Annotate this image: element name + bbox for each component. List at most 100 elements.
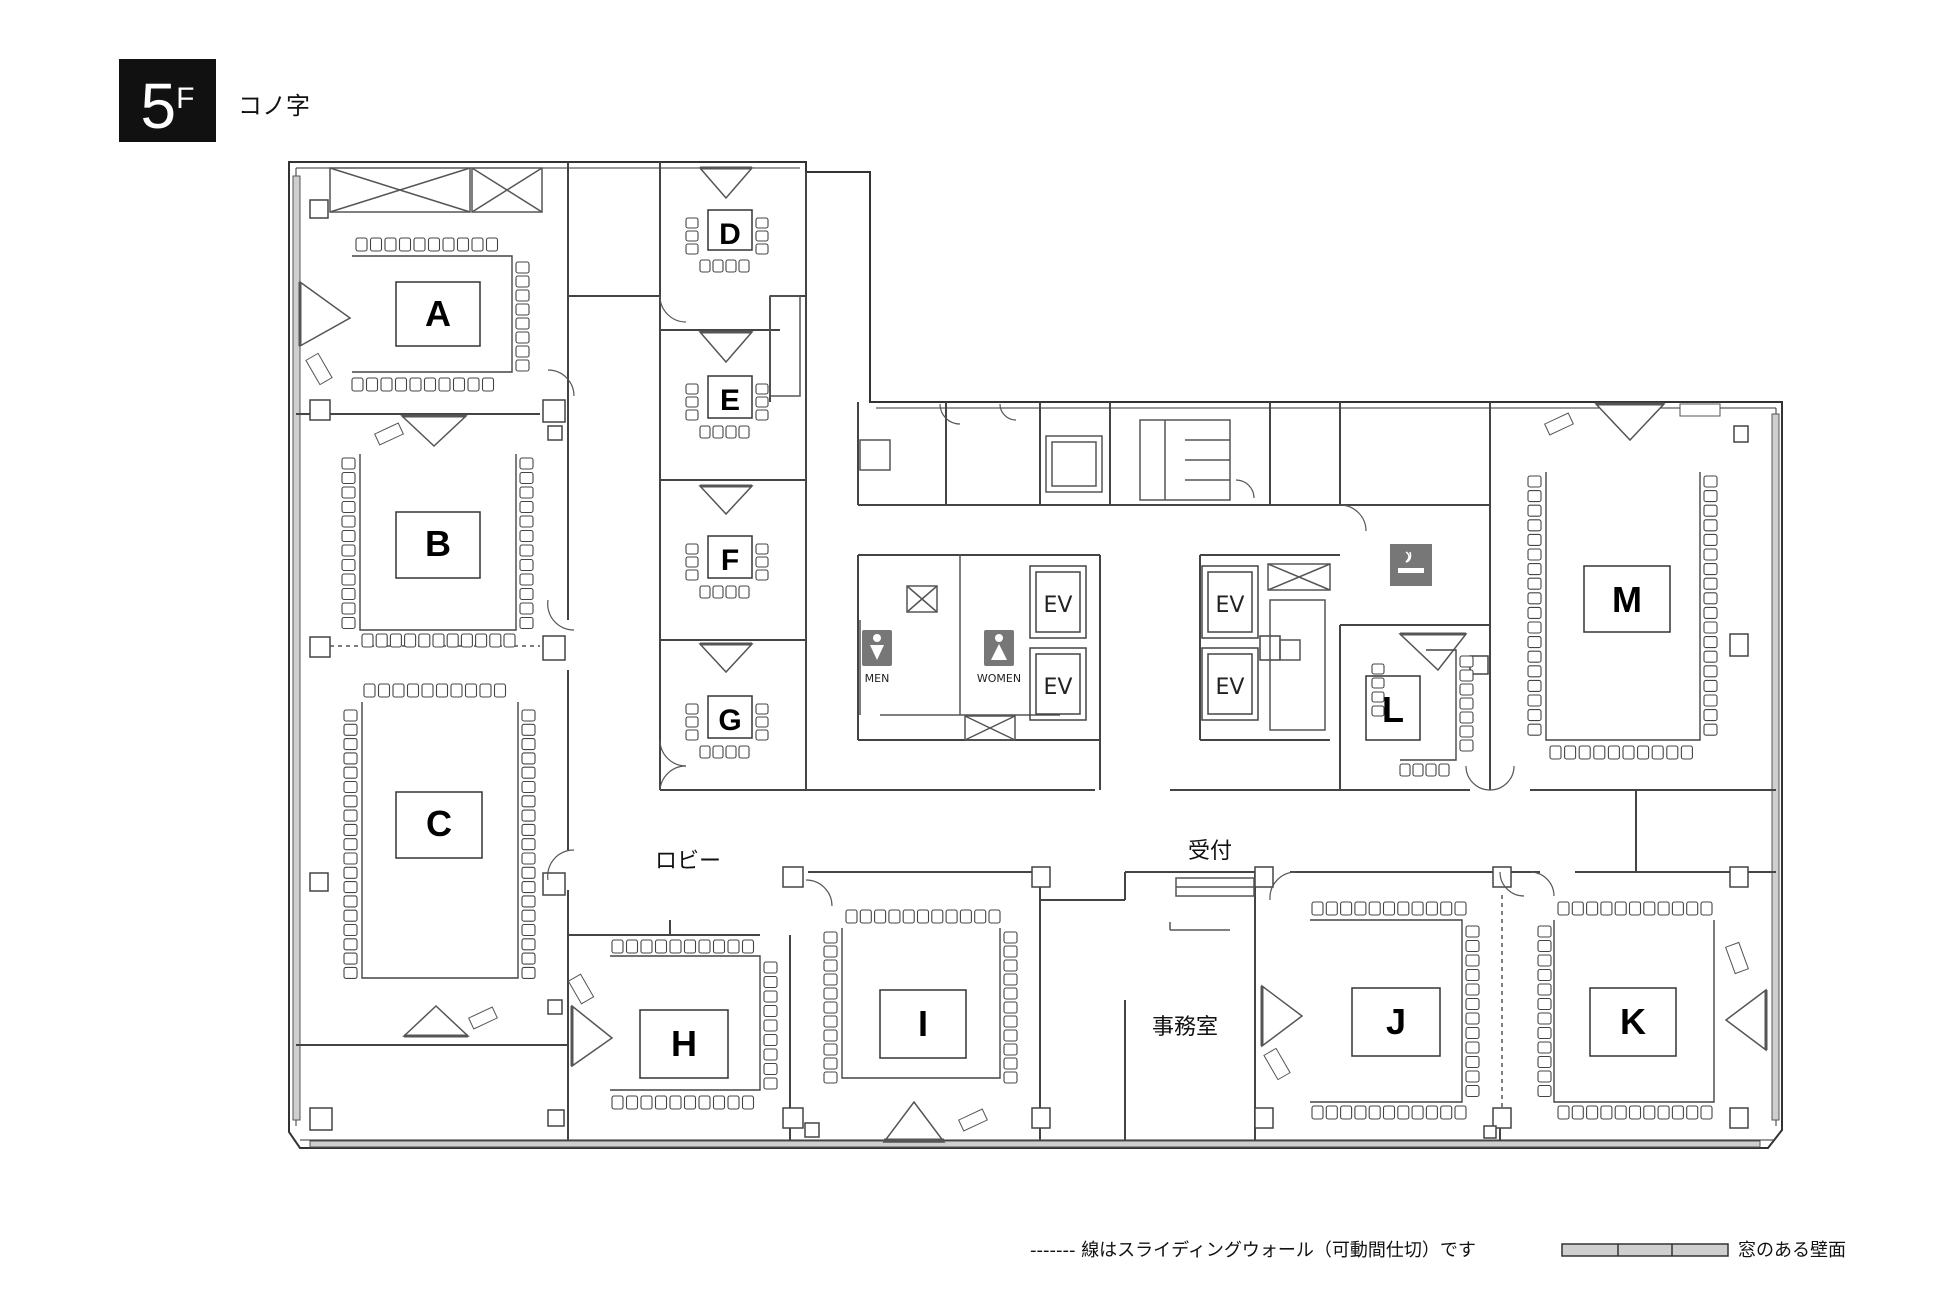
chair <box>1527 606 1542 619</box>
chair <box>755 703 769 715</box>
chair <box>755 230 769 242</box>
chair <box>685 569 699 581</box>
chair <box>1527 694 1542 707</box>
chair <box>452 377 466 392</box>
chair <box>442 237 455 252</box>
chair <box>1651 745 1664 760</box>
room-labels: A B C D E F G H I J K L M <box>425 218 1646 1064</box>
chair <box>519 616 534 630</box>
chair <box>392 683 405 698</box>
chair <box>423 377 437 392</box>
chair <box>611 939 624 954</box>
chair <box>521 823 536 836</box>
chair <box>654 939 668 954</box>
chair <box>519 602 534 615</box>
chair <box>361 633 374 648</box>
chair <box>446 633 459 648</box>
restroom-icons <box>862 630 1014 666</box>
chair <box>521 881 536 894</box>
chair <box>341 486 356 499</box>
chair <box>859 909 872 924</box>
chair <box>519 515 534 528</box>
chair <box>1382 901 1396 916</box>
chair <box>521 738 536 751</box>
chair <box>489 633 502 648</box>
chair <box>421 683 434 698</box>
chair <box>845 909 858 924</box>
women-label: WOMEN <box>977 672 1021 685</box>
chair <box>432 633 445 648</box>
room-label-g: G <box>718 704 741 737</box>
chair <box>1527 475 1542 488</box>
chair <box>341 558 356 572</box>
chair <box>654 1095 668 1110</box>
chair <box>341 529 356 543</box>
chair <box>974 909 987 924</box>
chair <box>1703 533 1718 546</box>
chair <box>1614 1105 1627 1120</box>
chair <box>1703 723 1718 736</box>
chair <box>1354 1105 1367 1120</box>
layout-name: コノ字 <box>238 92 310 120</box>
chair <box>1657 1105 1670 1120</box>
chair <box>1425 901 1438 916</box>
chair <box>755 396 769 408</box>
chair <box>519 544 534 557</box>
chair <box>1700 1105 1713 1120</box>
legend-window-wall: 窓のある壁面 <box>1738 1240 1846 1261</box>
chair <box>418 633 431 648</box>
chair <box>355 237 368 252</box>
chair <box>341 515 356 528</box>
chair <box>712 259 724 273</box>
chair <box>341 544 356 557</box>
chair <box>1459 669 1474 682</box>
chair <box>1465 968 1480 982</box>
chair <box>1354 901 1367 916</box>
chair <box>685 396 699 408</box>
chair <box>521 795 536 808</box>
chair <box>823 1015 838 1028</box>
chair <box>1557 1105 1570 1120</box>
chair <box>1537 983 1552 996</box>
room-label-c: C <box>426 803 452 844</box>
chair <box>1671 1105 1684 1120</box>
chair <box>343 723 358 736</box>
chair <box>763 990 778 1003</box>
chair <box>343 852 358 865</box>
chair <box>1666 745 1679 760</box>
chair <box>519 471 534 485</box>
chair <box>493 683 507 698</box>
reception-counter <box>1169 877 1255 931</box>
chair <box>1671 901 1684 916</box>
chair <box>1412 763 1424 777</box>
chair <box>685 217 699 229</box>
chair <box>931 909 944 924</box>
chair <box>823 1043 838 1056</box>
chair <box>343 938 358 951</box>
chair <box>1311 901 1324 916</box>
legend-window-bar <box>1561 1243 1729 1257</box>
chair <box>685 409 699 421</box>
chair <box>1586 901 1599 916</box>
chair <box>341 616 356 630</box>
chair <box>1703 665 1718 678</box>
chair <box>1527 592 1542 605</box>
chair <box>471 237 484 252</box>
chair <box>1465 939 1480 953</box>
chair <box>521 852 536 865</box>
chair <box>521 752 536 765</box>
chair <box>1643 901 1656 916</box>
chair <box>712 745 724 759</box>
chair <box>916 909 930 924</box>
chair <box>1537 968 1552 982</box>
chair <box>874 909 887 924</box>
chair <box>341 500 356 514</box>
chair <box>1537 939 1552 953</box>
chair <box>699 585 711 599</box>
chair <box>1557 901 1570 916</box>
elevator-labels: EV EV EV EV <box>1044 593 1245 700</box>
chair <box>394 377 408 392</box>
chair <box>1537 925 1552 938</box>
chair <box>521 952 536 965</box>
chair <box>413 237 426 252</box>
